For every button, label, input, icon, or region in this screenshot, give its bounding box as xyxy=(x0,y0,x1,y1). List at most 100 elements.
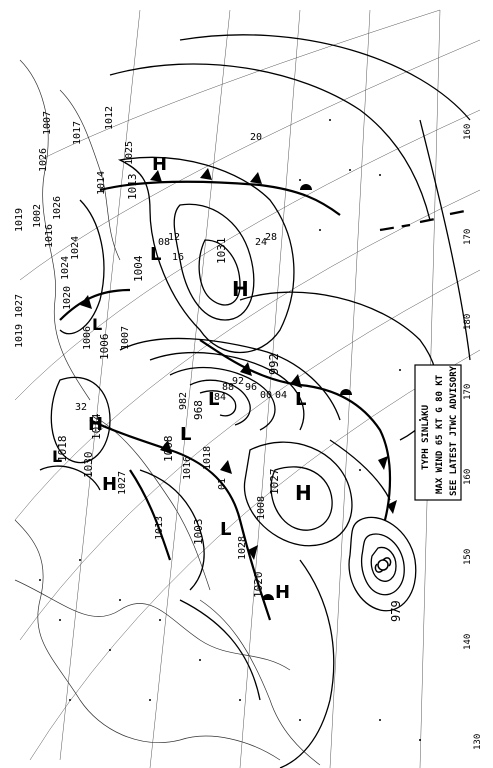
isobar-label: 96 xyxy=(245,382,257,393)
center-pressure: 968 xyxy=(192,400,205,420)
high-center: H 1034 xyxy=(88,413,103,440)
low-center: L 1018 xyxy=(52,436,69,467)
isobar-label: 1006 xyxy=(82,326,93,350)
isobar-label: 1017 xyxy=(72,121,83,145)
center-letter: H xyxy=(102,474,117,495)
longitude-labels: 130 140 150 160 170 180 170 160 xyxy=(463,124,483,750)
isobar-label: 88 xyxy=(222,382,234,393)
isobar-label: 1014 xyxy=(96,171,107,195)
typhoon-symbol xyxy=(377,559,389,571)
center-letter: H xyxy=(295,481,312,505)
isobar-label: 00 xyxy=(260,390,272,401)
center-letter: L xyxy=(208,389,219,410)
pressure-centers: H 1031 H 1027 H 1034 H 1030 H 1020 H 101… xyxy=(52,154,403,622)
advisory-frame xyxy=(414,364,462,501)
center-pressure: 1020 xyxy=(252,572,265,599)
isobar-label: 24 xyxy=(255,237,267,248)
low-center: L 1008 xyxy=(162,424,191,462)
center-pressure: 1004 xyxy=(132,255,145,282)
isobar-label: 16 xyxy=(172,252,184,263)
isobar-label: 01 xyxy=(217,478,228,490)
isobar-label: 84 xyxy=(214,392,226,403)
longitude-label: 180 xyxy=(463,314,473,330)
longitude-label: 130 xyxy=(473,734,483,750)
longitude-label: 150 xyxy=(463,549,473,565)
center-pressure: 1008 xyxy=(162,436,175,463)
front-symbols xyxy=(80,168,397,600)
isobar-label: 1020 xyxy=(62,286,73,310)
high-center: H 1031 xyxy=(215,238,249,302)
isobar-label: 1019 xyxy=(14,208,25,232)
center-pressure: 992 xyxy=(267,353,281,375)
isobar-label: 1013 xyxy=(154,516,165,540)
isobar-label: 1024 xyxy=(60,256,71,280)
isobar-label: 92 xyxy=(232,376,244,387)
graticule xyxy=(14,9,481,768)
center-pressure: 1018 xyxy=(56,436,69,463)
isobar-label: 12 xyxy=(168,232,180,243)
low-center: L 1004 xyxy=(132,244,161,282)
isobar-label: 1007 xyxy=(42,111,53,135)
center-letter: H xyxy=(152,154,167,175)
station-plots xyxy=(39,119,421,741)
isobar-labels: 1012 1007 1026 1017 1025 1024 1016 1002 … xyxy=(14,106,287,560)
coastlines xyxy=(14,59,321,766)
low-center: L 1003 xyxy=(192,519,231,546)
isobar-label: 1007 xyxy=(120,326,131,350)
isobar-label: 20 xyxy=(250,132,262,143)
isobar-label: 08 xyxy=(158,237,170,248)
center-letter: L xyxy=(295,389,306,410)
center-pressure: 1034 xyxy=(90,413,103,440)
top-labels: 1027 1019 xyxy=(14,294,25,348)
isobar-label: 982 xyxy=(178,392,189,410)
isobar-label: 1027 xyxy=(117,471,128,495)
center-pressure: 1013 xyxy=(126,174,139,201)
center-pressure: 1031 xyxy=(215,238,228,265)
isobar-label: 28 xyxy=(265,232,277,243)
center-pressure: 1003 xyxy=(192,519,205,546)
isobar-label: 1008 xyxy=(256,496,267,520)
longitude-label: 170 xyxy=(463,229,473,245)
longitude-label: 160 xyxy=(463,124,473,140)
center-pressure: 979 xyxy=(389,600,403,622)
low-center: L 1006 xyxy=(92,315,111,360)
longitude-label: 170 xyxy=(463,384,473,400)
isobar-label: 04 xyxy=(275,390,287,401)
low-center: L 992 xyxy=(267,353,306,410)
isobar-label: 32 xyxy=(75,402,87,413)
isobar-label: 1018 xyxy=(202,446,213,470)
isobar-label: 1016 xyxy=(182,456,193,480)
isobar-label: 1025 xyxy=(124,141,135,165)
isobar-label: 1002 xyxy=(32,204,43,228)
typhoon-center: 979 xyxy=(374,557,403,622)
center-letter: L xyxy=(150,244,161,265)
fronts xyxy=(59,180,471,621)
center-letter: H xyxy=(88,414,103,435)
isobar-label: 1024 xyxy=(70,236,81,260)
center-letter: H xyxy=(275,582,290,603)
center-letter: H xyxy=(232,277,249,301)
center-pressure: 1006 xyxy=(98,334,111,361)
low-center: L 968 xyxy=(192,389,219,420)
isobar-label: 1027 xyxy=(14,294,25,318)
isobar-label: 1026 xyxy=(52,196,63,220)
isobar-label: 1028 xyxy=(237,536,248,560)
advisory-wind: MAX WIND 65 KT G 80 KT xyxy=(435,374,445,494)
longitude-label: 140 xyxy=(463,634,473,650)
typhoon-swirl xyxy=(374,557,392,573)
advisory-note: SEE LATEST JTWC ADVISORY xyxy=(449,365,459,496)
isobar-label: 1016 xyxy=(44,224,55,248)
center-letter: L xyxy=(220,519,231,540)
high-center: H 1020 xyxy=(252,572,290,604)
high-center: H 1013 xyxy=(126,154,167,200)
center-letter: L xyxy=(52,447,62,466)
isobar-label: 1026 xyxy=(38,148,49,172)
high-center: H 1027 xyxy=(268,469,312,506)
center-letter: L xyxy=(180,424,191,445)
isobar-label: 1012 xyxy=(104,106,115,130)
longitude-label: 160 xyxy=(463,469,473,485)
isobar-label: 1019 xyxy=(14,324,25,348)
center-pressure: 1030 xyxy=(82,452,95,479)
advisory-title: TYPH SINLAKU xyxy=(421,405,431,470)
